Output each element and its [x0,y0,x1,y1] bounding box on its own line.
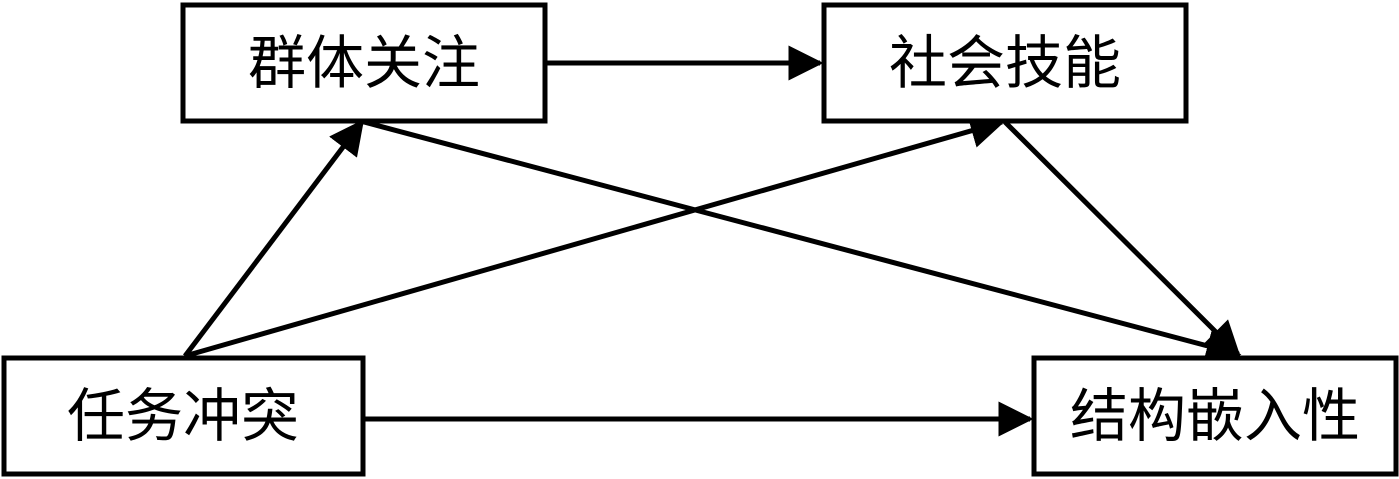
arrow-task-conflict-to-group-attention [183,119,365,358]
node-social-skills-label: 社会技能 [889,29,1121,97]
arrow-group-attention-to-structural-embeddedness [363,119,1242,363]
node-task-conflict-box [1,355,366,477]
arrow-social-skills-to-structural-embeddedness [1003,120,1241,357]
node-task-conflict: 任务冲突 [1,355,366,477]
node-group-attention-label: 群体关注 [248,29,480,97]
node-group-attention-box [180,2,548,124]
node-structural-embeddedness-box [1031,355,1399,477]
node-structural-embeddedness-label: 结构嵌入性 [1070,382,1360,450]
node-group-attention: 群体关注 [180,2,548,124]
node-social-skills: 社会技能 [821,2,1189,124]
arrow-task-conflict-to-social-skills [184,113,1006,359]
node-social-skills-box [821,2,1189,124]
node-structural-embeddedness: 结构嵌入性 [1031,355,1399,477]
node-task-conflict-label: 任务冲突 [67,382,299,450]
